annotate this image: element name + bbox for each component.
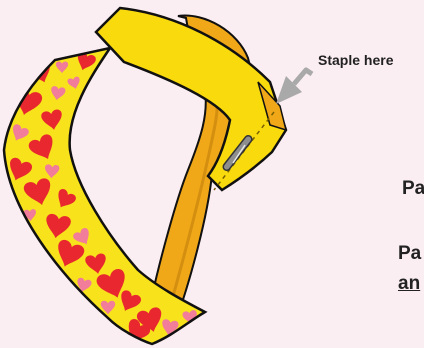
side-text-1: Pa xyxy=(402,178,424,200)
side-text-3: an xyxy=(398,273,420,295)
patterned-yellow-strip xyxy=(4,48,205,347)
side-text-2: Pa xyxy=(398,243,421,265)
staple-here-label: Staple here xyxy=(318,52,393,68)
arrow-left-down-icon xyxy=(276,70,312,104)
